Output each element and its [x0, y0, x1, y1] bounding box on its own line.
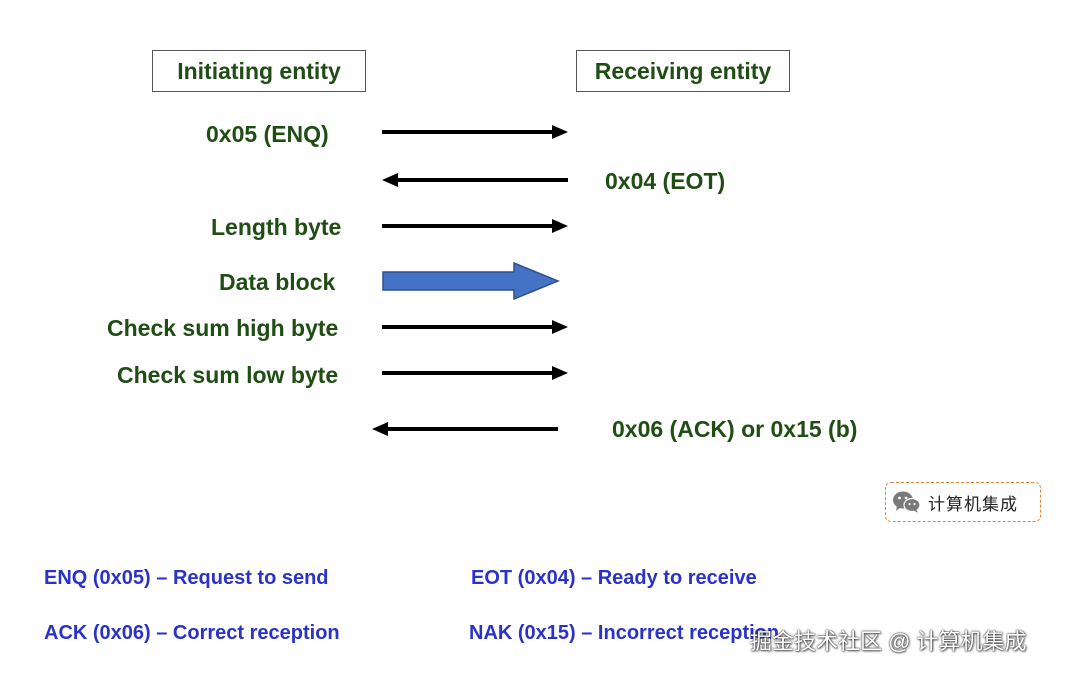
step-label-eot: 0x04 (EOT) [605, 168, 726, 194]
arrow-checksum-high [382, 320, 568, 334]
legend-eot: EOT (0x04) – Ready to receive [471, 567, 757, 589]
watermark-text: 掘金技术社区 @ 计算机集成 [750, 629, 1027, 654]
receiving-entity-label: Receiving entity [594, 57, 772, 84]
legend-ack: ACK (0x06) – Correct reception [44, 622, 340, 644]
step-label-ack-nak: 0x06 (ACK) or 0x15 (b) [612, 416, 858, 442]
arrow-length-byte [382, 219, 568, 233]
initiating-entity-label: Initiating entity [177, 57, 341, 84]
step-label-data-block: Data block [219, 269, 336, 295]
arrow-data-block [382, 261, 560, 301]
arrow-ack-nak [372, 422, 558, 436]
initiating-entity-box: Initiating entity [152, 50, 366, 92]
legend-enq: ENQ (0x05) – Request to send [44, 567, 329, 589]
wechat-badge: 计算机集成 [885, 482, 1041, 522]
arrow-checksum-low [382, 366, 568, 380]
step-label-enq: 0x05 (ENQ) [206, 121, 329, 147]
receiving-entity-box: Receiving entity [576, 50, 790, 92]
step-label-checksum-high: Check sum high byte [107, 315, 339, 341]
badge-text: 计算机集成 [928, 494, 1018, 515]
step-label-length-byte: Length byte [211, 214, 342, 240]
arrow-enq [382, 125, 568, 139]
arrow-eot [382, 173, 568, 187]
legend-nak: NAK (0x15) – Incorrect reception [469, 622, 780, 644]
wechat-icon [893, 491, 921, 513]
step-label-checksum-low: Check sum low byte [117, 362, 339, 388]
